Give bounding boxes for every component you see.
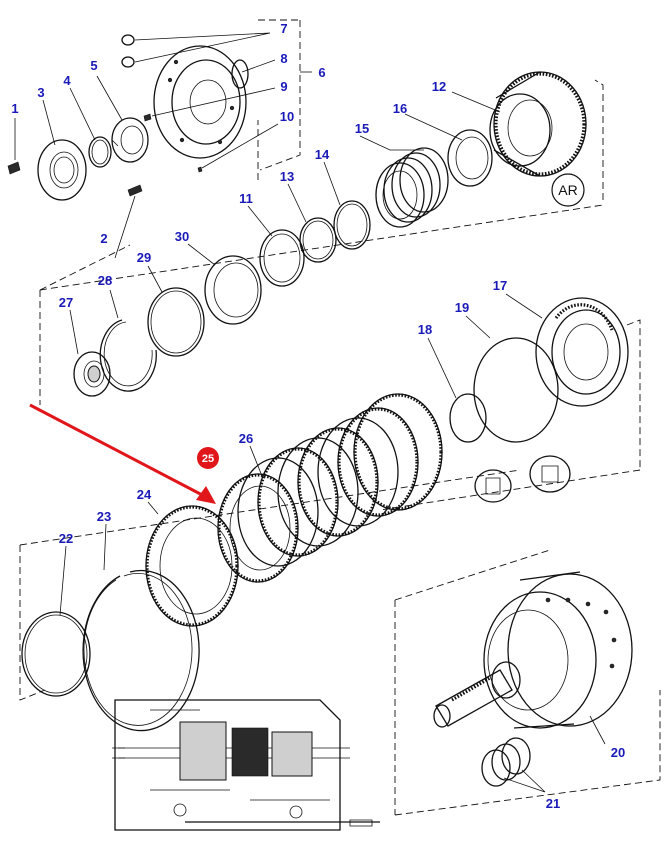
snap-ring-28 xyxy=(99,319,157,392)
o-rings-7 xyxy=(121,34,135,68)
bearing-5 xyxy=(111,117,149,163)
callout-28: 28 xyxy=(98,273,112,288)
callout-26: 26 xyxy=(239,431,253,446)
clutch-disc-pack-26 xyxy=(237,393,443,567)
seal-ring-29 xyxy=(147,287,205,357)
callout-7: 7 xyxy=(280,21,287,36)
callout-1: 1 xyxy=(11,101,18,116)
spring-pack-15 xyxy=(375,147,449,228)
highlighted-callout-label: 25 xyxy=(202,453,214,465)
ar-badge-label: AR xyxy=(558,182,577,198)
snap-ring-23 xyxy=(82,569,200,732)
dowel-10 xyxy=(197,166,203,173)
callout-13: 13 xyxy=(280,169,294,184)
o-ring-19 xyxy=(473,337,559,443)
snap-ring-22 xyxy=(21,611,91,697)
assembly-frame-lines xyxy=(19,19,661,816)
snap-ring-13 xyxy=(299,217,337,263)
snap-ring-14 xyxy=(333,200,371,250)
housing-cover-6 xyxy=(153,45,249,159)
ar-badge: AR xyxy=(551,173,585,207)
highlighted-callout-25: 25 xyxy=(197,447,219,469)
snap-ring-4 xyxy=(88,136,112,168)
callout-29: 29 xyxy=(137,250,151,265)
piston-30 xyxy=(204,255,262,325)
spline-plate-b xyxy=(529,455,571,493)
callout-11: 11 xyxy=(239,191,253,206)
bolt-1 xyxy=(7,161,21,175)
callout-22: 22 xyxy=(59,531,73,546)
pressure-plate-24 xyxy=(145,505,239,627)
seal-plate-3 xyxy=(37,139,87,201)
pin-9 xyxy=(143,113,152,122)
callout-9: 9 xyxy=(280,79,287,94)
callout-21: 21 xyxy=(546,796,560,811)
callout-8: 8 xyxy=(280,51,287,66)
callout-30: 30 xyxy=(175,229,189,244)
output-shaft xyxy=(433,661,521,728)
callout-labels: 1 2 3 4 5 6 7 8 9 10 11 12 13 14 15 16 1… xyxy=(11,21,625,811)
clutch-drum-12 xyxy=(489,71,587,177)
callout-16: 16 xyxy=(393,101,407,116)
callout-23: 23 xyxy=(97,509,111,524)
callout-10: 10 xyxy=(280,109,294,124)
bolt-2 xyxy=(127,184,143,197)
piston-housing-17 xyxy=(535,297,629,407)
thrust-ring-16 xyxy=(447,129,493,187)
callout-27: 27 xyxy=(59,295,73,310)
callout-20: 20 xyxy=(611,745,625,760)
leader-lines xyxy=(14,32,606,793)
callout-18: 18 xyxy=(418,322,432,337)
callout-19: 19 xyxy=(455,300,469,315)
callout-12: 12 xyxy=(432,79,446,94)
callout-3: 3 xyxy=(37,85,44,100)
seal-rings-21 xyxy=(481,737,531,787)
bearing-27 xyxy=(73,351,111,397)
callout-4: 4 xyxy=(63,73,71,88)
transmission-inset xyxy=(112,699,380,831)
callout-15: 15 xyxy=(355,121,369,136)
callout-17: 17 xyxy=(493,278,507,293)
callout-6: 6 xyxy=(318,65,325,80)
spline-plate-a xyxy=(474,469,512,503)
clutch-disc-25 xyxy=(217,473,299,583)
callout-14: 14 xyxy=(315,147,330,162)
callout-5: 5 xyxy=(90,58,97,73)
callout-2: 2 xyxy=(100,231,107,246)
output-drum-20 xyxy=(483,571,633,729)
highlight-arrow xyxy=(29,403,216,504)
o-ring-18 xyxy=(449,393,487,443)
seal-ring-11 xyxy=(259,229,305,287)
callout-24: 24 xyxy=(137,487,152,502)
